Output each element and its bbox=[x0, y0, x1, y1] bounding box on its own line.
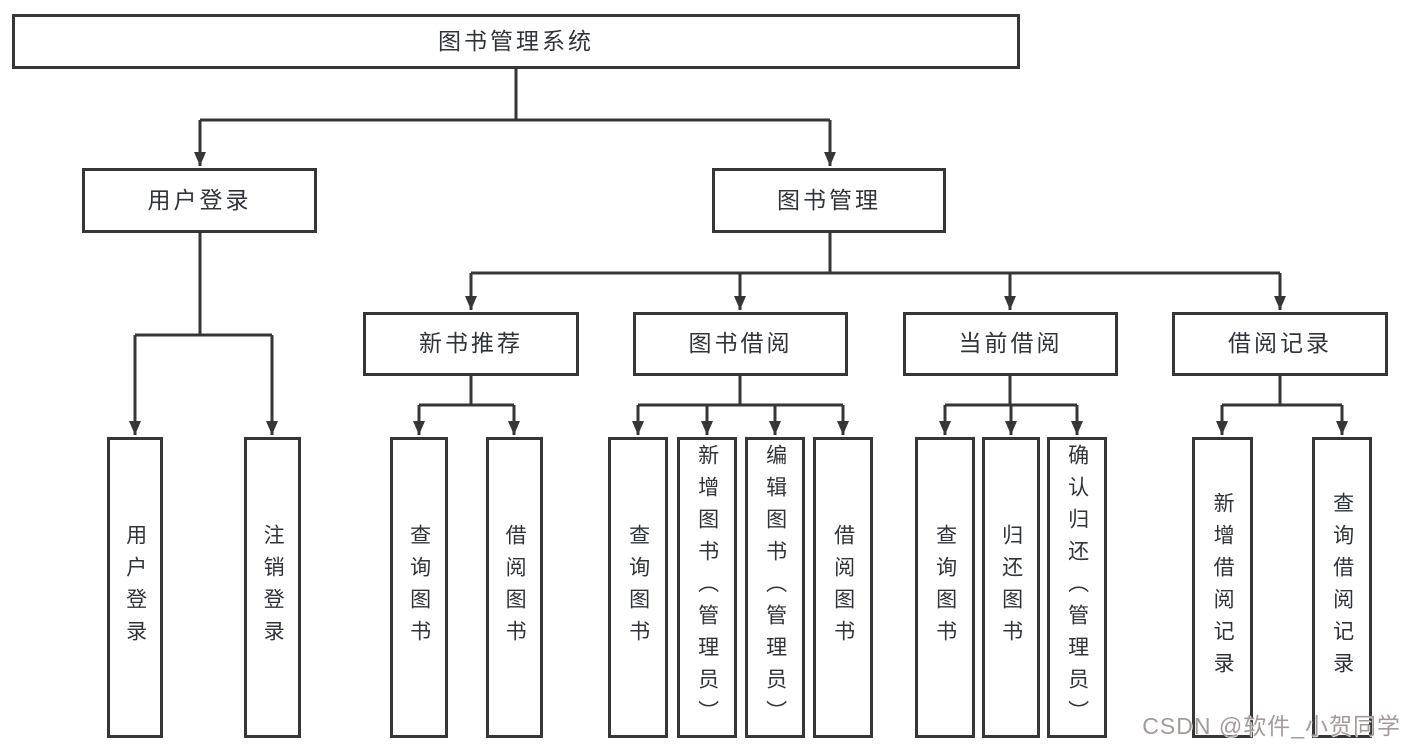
leaf-borrow-book-1: 借阅图书 bbox=[486, 437, 543, 738]
connector-root-trunk bbox=[200, 68, 830, 122]
node-book-management: 图书管理 bbox=[712, 168, 946, 233]
csdn-watermark: CSDN @软件_小贺同学 bbox=[1142, 713, 1401, 739]
node-root-system: 图书管理系统 bbox=[12, 14, 1020, 69]
connector-book-mgmt-trunk bbox=[471, 233, 1280, 275]
connector-records-trunk bbox=[1222, 376, 1342, 407]
leaf-query-book-1: 查询图书 bbox=[390, 437, 448, 738]
leaf-edit-book-admin: 编辑图书（管理员） bbox=[745, 437, 805, 738]
node-current-borrow: 当前借阅 bbox=[903, 312, 1118, 376]
node-new-book-recommend: 新书推荐 bbox=[363, 312, 579, 376]
leaf-query-book-2: 查询图书 bbox=[608, 437, 668, 738]
leaf-add-book-admin: 新增图书（管理员） bbox=[677, 437, 737, 738]
leaf-query-borrow-record: 查询借阅记录 bbox=[1312, 437, 1372, 738]
connector-book-borrow-trunk bbox=[638, 376, 843, 407]
leaf-borrow-book-2: 借阅图书 bbox=[813, 437, 873, 738]
node-user-login: 用户登录 bbox=[82, 168, 317, 233]
connector-new-book-trunk bbox=[419, 376, 514, 407]
leaf-logout: 注销登录 bbox=[244, 437, 301, 738]
leaf-add-borrow-record: 新增借阅记录 bbox=[1192, 437, 1253, 738]
leaf-confirm-return-admin: 确认归还（管理员） bbox=[1047, 437, 1107, 738]
connector-user-login-trunk bbox=[135, 233, 272, 337]
leaf-return-book: 归还图书 bbox=[982, 437, 1040, 738]
node-borrow-records: 借阅记录 bbox=[1172, 312, 1388, 376]
leaf-query-book-3: 查询图书 bbox=[915, 437, 975, 738]
connector-current-borrow-trunk bbox=[945, 376, 1077, 407]
leaf-user-login: 用户登录 bbox=[107, 437, 163, 738]
node-book-borrow: 图书借阅 bbox=[633, 312, 848, 376]
